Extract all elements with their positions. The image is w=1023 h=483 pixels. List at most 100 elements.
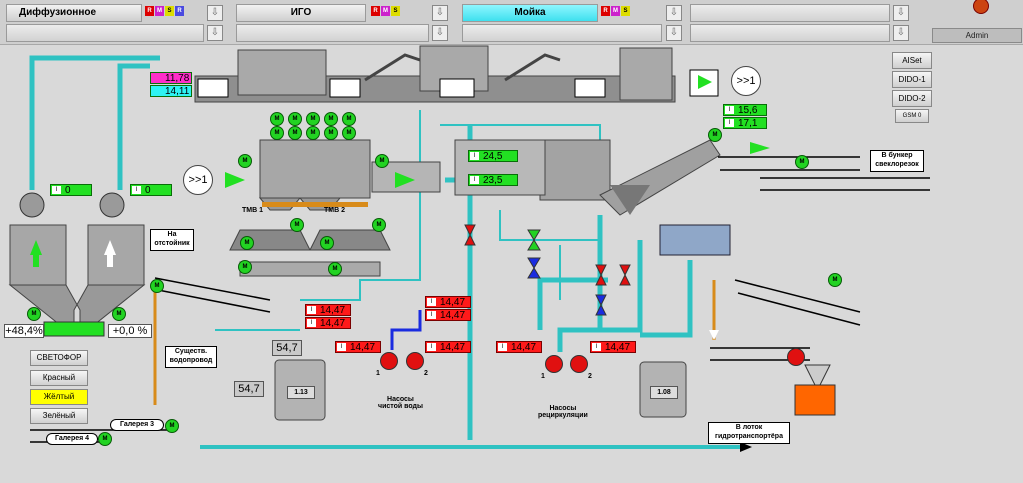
motor-icon[interactable]: M — [372, 218, 386, 232]
down-arrow-icon[interactable]: ⇩ — [893, 5, 909, 21]
dept-empty-2 — [690, 24, 890, 42]
jump-button[interactable]: >>1 — [731, 66, 761, 96]
down-arrow-icon[interactable]: ⇩ — [893, 25, 909, 41]
flag-m: M — [155, 6, 164, 16]
motor-icon[interactable]: M — [306, 126, 320, 140]
motor-icon[interactable]: M — [320, 236, 334, 250]
jump-button[interactable]: >>1 — [183, 165, 213, 195]
label-to-bunker: В бункер свеклорезок — [870, 150, 924, 172]
recirc-pump-2[interactable] — [570, 355, 588, 373]
label-recirc-pumps: Насосы рециркуляции — [538, 405, 588, 419]
signal-red-button[interactable]: Красный — [30, 370, 88, 386]
recirc-pump-1[interactable] — [545, 355, 563, 373]
motor-icon[interactable]: M — [342, 126, 356, 140]
label-gallery-4[interactable]: Галерея 4 — [46, 433, 98, 445]
conveyor-motor-red[interactable] — [787, 348, 805, 366]
signal-yellow-button[interactable]: Жёлтый — [30, 389, 88, 405]
clean-water-pump-2[interactable] — [406, 352, 424, 370]
motor-icon[interactable]: M — [270, 126, 284, 140]
motor-icon[interactable]: M — [288, 112, 302, 126]
dept-diffusion-row2 — [6, 24, 204, 42]
dept-washing[interactable]: Мойка — [462, 4, 598, 22]
value-top-2: 14,11 — [150, 85, 192, 97]
motor-icon[interactable]: M — [238, 260, 252, 274]
motor-icon[interactable]: M — [240, 236, 254, 250]
motor-icon[interactable]: M — [112, 307, 126, 321]
motor-icon[interactable]: M — [27, 307, 41, 321]
gsm-button[interactable]: GSM 0 — [895, 109, 929, 123]
flag-m: M — [611, 6, 620, 16]
motor-icon[interactable]: M — [165, 419, 179, 433]
aiset-button[interactable]: AISet — [892, 52, 932, 69]
flag-r: R — [601, 6, 610, 16]
top-bar: Диффузионное отделение R M S R ⇩ ⇩ ИГО R… — [0, 0, 1023, 45]
down-arrow-icon[interactable]: ⇩ — [207, 5, 223, 21]
dept-empty-1 — [690, 4, 890, 22]
label-water-main: Существ. водопровод — [165, 346, 217, 368]
motor-icon[interactable]: M — [290, 218, 304, 232]
pump-number: 2 — [588, 373, 592, 380]
tank-label-1: 1.13 — [287, 386, 315, 399]
company-logo-icon — [973, 0, 989, 14]
clean-water-pump-1[interactable] — [380, 352, 398, 370]
down-arrow-icon[interactable]: ⇩ — [432, 5, 448, 21]
traffic-light-title: СВЕТОФОР — [30, 350, 88, 366]
percent-left: +48,4% — [4, 324, 44, 338]
motor-icon[interactable]: M — [150, 279, 164, 293]
down-arrow-icon[interactable]: ⇩ — [666, 25, 682, 41]
motor-icon[interactable]: M — [98, 432, 112, 446]
flag-r: R — [371, 6, 380, 16]
flag-s: S — [621, 6, 630, 16]
dido2-button[interactable]: DIDO-2 — [892, 90, 932, 107]
down-arrow-icon[interactable]: ⇩ — [666, 5, 682, 21]
label-to-sump: На отстойник — [150, 229, 194, 251]
motor-icon[interactable]: M — [324, 126, 338, 140]
tank-label-2: 1.08 — [650, 386, 678, 399]
motor-icon[interactable]: M — [708, 128, 722, 142]
motor-icon[interactable]: M — [306, 112, 320, 126]
motor-icon[interactable]: M — [324, 112, 338, 126]
motor-icon[interactable]: M — [375, 154, 389, 168]
motor-icon[interactable]: M — [828, 273, 842, 287]
motor-icon[interactable]: M — [328, 262, 342, 276]
level-1: 54,7 — [272, 340, 302, 356]
label-to-chute: В лоток гидротранспортёра — [708, 422, 790, 444]
percent-right: +0,0 % — [108, 324, 152, 338]
pump-number: 2 — [424, 370, 428, 377]
flag-s: S — [165, 6, 174, 16]
motor-icon[interactable]: M — [795, 155, 809, 169]
dido1-button[interactable]: DIDO-1 — [892, 71, 932, 88]
label-tmv2: ТМВ 2 — [324, 207, 345, 214]
flag-s: S — [391, 6, 400, 16]
dept-igo-row2 — [236, 24, 429, 42]
label-gallery-3[interactable]: Галерея 3 — [110, 419, 164, 431]
flag-r2: R — [175, 6, 184, 16]
flag-r: R — [145, 6, 154, 16]
down-arrow-icon[interactable]: ⇩ — [207, 25, 223, 41]
signal-green-button[interactable]: Зелёный — [30, 408, 88, 424]
motor-icon[interactable]: M — [342, 112, 356, 126]
motor-icon[interactable]: M — [270, 112, 284, 126]
label-clean-water-pumps: Насосы чистой воды — [378, 396, 423, 410]
label-tmv1: ТМВ 1 — [242, 207, 263, 214]
dept-igo[interactable]: ИГО — [236, 4, 366, 22]
down-arrow-icon[interactable]: ⇩ — [432, 25, 448, 41]
dept-washing-row2 — [462, 24, 662, 42]
motor-icon[interactable]: M — [288, 126, 302, 140]
flag-m: M — [381, 6, 390, 16]
motor-icon[interactable]: M — [238, 154, 252, 168]
user-label: Admin — [932, 28, 1022, 43]
